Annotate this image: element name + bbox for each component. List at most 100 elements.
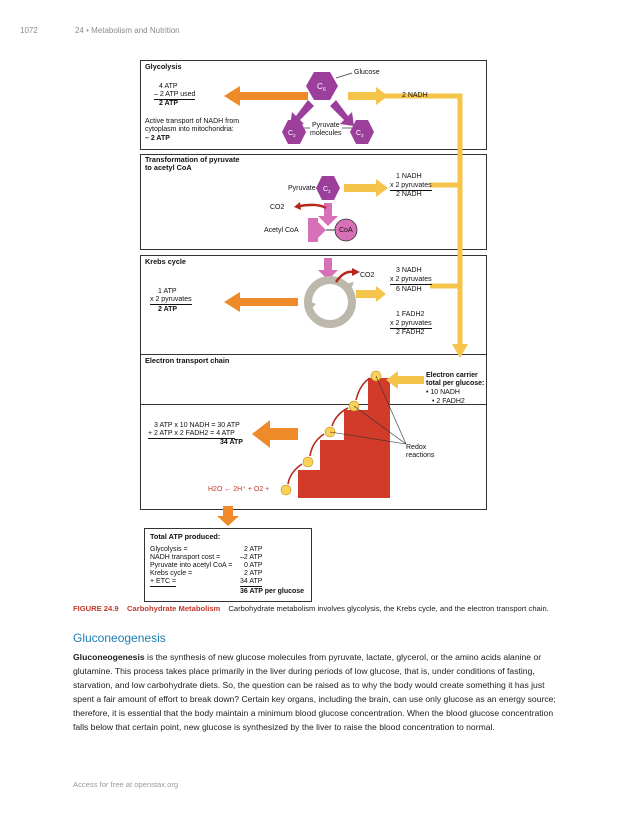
etc-title: Electron transport chain	[145, 356, 230, 365]
etc-atp-arrow	[252, 420, 298, 448]
pink-arrow-acetyl	[318, 203, 338, 226]
total-sum: 36 ATP per glucose	[240, 588, 305, 595]
svg-text:C: C	[288, 130, 293, 137]
etc-calc3: 34 ATP	[220, 439, 243, 446]
total-row-value: 2 ATP	[244, 570, 263, 577]
paragraph-text: is the synthesis of new glucose molecule…	[73, 652, 556, 732]
etc-calc2: + 2 ATP x 2 FADH2 = 4 ATP	[148, 430, 235, 440]
carrier-line2: total per glucose:	[426, 380, 485, 387]
carbohydrate-metabolism-figure: C 6 C 3 C 3 C 3	[140, 58, 490, 603]
acetyl-coa-label: Acetyl CoA	[264, 227, 299, 234]
acetyl-shape	[308, 218, 318, 242]
transformation-nadh3: 2 NADH	[396, 191, 422, 198]
page-footer: Access for free at openstax.org	[73, 780, 179, 789]
total-row-label: NADH transport cost =	[150, 554, 221, 561]
etc-calc1: 3 ATP x 10 NADH = 30 ATP	[154, 422, 240, 429]
co2-label: CO2	[270, 204, 285, 211]
glycolysis-title: Glycolysis	[145, 62, 182, 71]
krebs-fadh3: 2 FADH2	[396, 329, 425, 336]
key-term: Gluconeogenesis	[73, 652, 145, 662]
krebs-atp-arrow	[224, 292, 298, 312]
krebs-nadh-arrow	[356, 286, 386, 302]
svg-text:3: 3	[328, 189, 331, 194]
total-title: Total ATP produced:	[150, 532, 221, 541]
carrier-line3: • 10 NADH	[426, 389, 460, 396]
chapter-title: 24 • Metabolism and Nutrition	[75, 26, 180, 35]
collector-arrowhead	[452, 344, 468, 358]
krebs-nadh1: 3 NADH	[396, 267, 422, 274]
carrier-line1: Electron carrier	[426, 372, 478, 379]
redox-label2: reactions	[406, 452, 435, 459]
krebs-atp1: 1 ATP	[158, 288, 177, 295]
krebs-nadh2: x 2 pyruvates	[390, 276, 432, 286]
redox-arrows	[287, 377, 371, 485]
total-row-label: Krebs cycle =	[150, 570, 193, 577]
section-title: Gluconeogenesis	[73, 631, 166, 645]
transformation-nadh1: 1 NADH	[396, 173, 422, 180]
figure-caption: FIGURE 24.9 Carbohydrate Metabolism Carb…	[73, 604, 553, 614]
etc-box	[140, 354, 487, 510]
co2-release-arrow	[299, 203, 327, 210]
pyruvate-molecules-label2: molecules	[310, 130, 342, 137]
transformation-box	[140, 154, 487, 250]
krebs-nadh3: 6 NADH	[396, 286, 422, 293]
krebs-cycle-circle	[304, 276, 356, 328]
glycolysis-atp-line1: 4 ATP	[159, 83, 178, 90]
split-arrow-left	[290, 100, 314, 126]
total-row-value: 2 ATP	[244, 546, 263, 553]
transformation-title2: to acetyl CoA	[145, 163, 192, 172]
caption-title: Carbohydrate Metabolism	[127, 604, 221, 613]
krebs-atp3: 2 ATP	[158, 306, 178, 313]
krebs-box	[140, 255, 487, 405]
total-atp-box: Total ATP produced: Glycolysis = 2 ATP N…	[144, 528, 312, 602]
total-row-value: 34 ATP	[240, 578, 263, 588]
page-number: 1072	[20, 26, 38, 35]
pyruvate-hexagon	[316, 176, 340, 200]
transformation-nadh2: x 2 pyruvates	[390, 182, 432, 192]
svg-text:6: 6	[323, 87, 326, 93]
krebs-atp2: x 2 pyruvates	[150, 296, 192, 306]
total-row-label: Glycolysis =	[150, 546, 188, 553]
redox-label1: Redox	[406, 444, 427, 451]
redox-lines	[329, 375, 407, 445]
total-row-label: Pyruvate into acetyl CoA =	[150, 562, 233, 569]
total-row-value: –2 ATP	[240, 554, 263, 561]
pink-arrow-krebs	[318, 258, 338, 280]
transport-line2: cytoplasm into mitochondria:	[145, 126, 234, 133]
total-down-arrow	[217, 506, 239, 526]
pyruvate-hexagon-right	[350, 120, 374, 144]
glycolysis-atp-arrow	[224, 86, 308, 106]
svg-text:C: C	[323, 186, 328, 193]
pyruvate-molecules-label1: Pyruvate	[312, 122, 340, 129]
total-row-label: + ETC =	[150, 578, 177, 588]
krebs-title: Krebs cycle	[145, 257, 186, 266]
glucose-label: Glucose	[354, 69, 380, 76]
water-equation: H2O ← 2H⁺ + O2 +	[208, 486, 270, 493]
glycolysis-box	[140, 60, 487, 150]
transport-result: – 2 ATP	[145, 135, 170, 142]
glucose-nadh-arrow	[348, 87, 388, 105]
pyruvate-label: Pyruvate	[288, 185, 316, 192]
carrier-line4: • 2 FADH2	[432, 398, 465, 405]
transport-line1: Active transport of NADH from	[145, 118, 240, 125]
coa-circle	[334, 218, 358, 242]
coa-label: CoA	[339, 227, 353, 234]
krebs-fadh1: 1 FADH2	[396, 311, 425, 318]
glucose-hexagon	[306, 72, 338, 100]
svg-text:C: C	[356, 130, 361, 137]
krebs-co2: CO2	[360, 272, 375, 279]
svg-text:3: 3	[293, 133, 296, 138]
krebs-fadh2: x 2 pyruvates	[390, 320, 432, 330]
glycolysis-atp-result: 2 ATP	[159, 100, 179, 107]
pyruvate-hexagon-left	[282, 120, 306, 144]
body-paragraph: Gluconeogenesis is the synthesis of new …	[73, 650, 559, 734]
transformation-title1: Transformation of pyruvate	[145, 155, 240, 164]
figure-graphics: C 6 C 3 C 3 C 3	[140, 60, 487, 526]
c6-label: C	[317, 82, 323, 91]
etc-staircase	[298, 378, 390, 498]
carrier-arrow	[386, 371, 424, 389]
electron-stars	[280, 370, 382, 496]
caption-label: FIGURE 24.9	[73, 604, 119, 613]
glycolysis-nadh: 2 NADH	[402, 92, 428, 99]
transformation-nadh-arrow	[344, 179, 388, 197]
